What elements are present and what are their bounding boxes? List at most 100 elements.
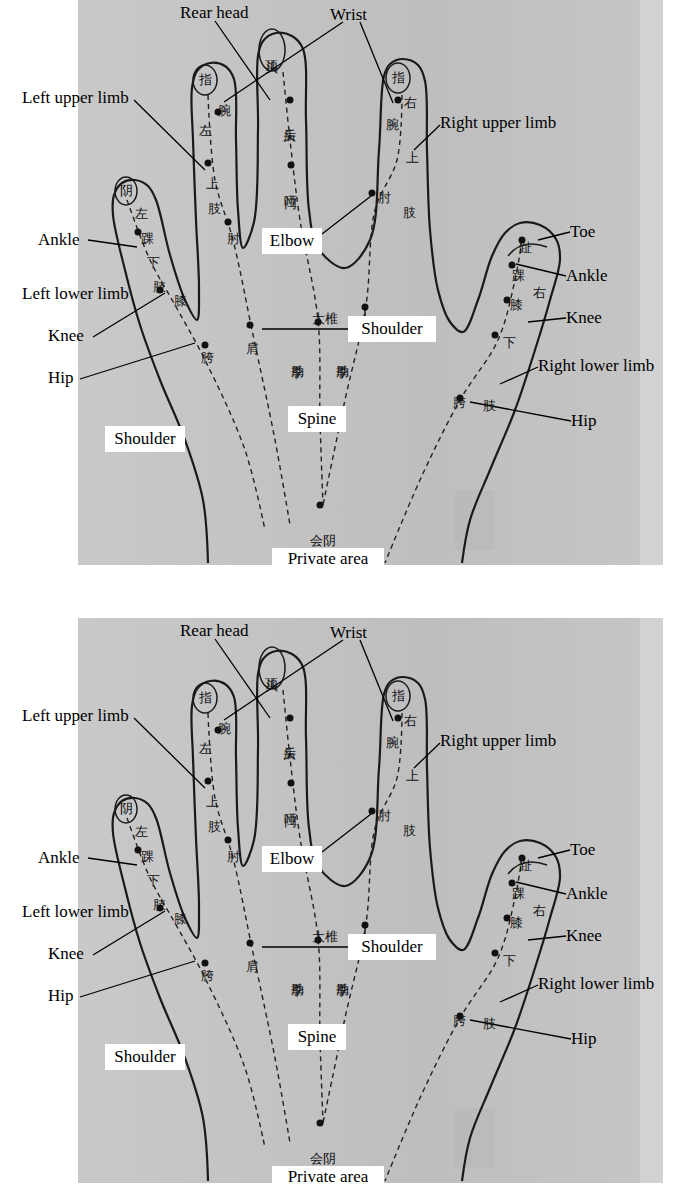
point-label: 左 — [135, 825, 148, 838]
oval-outline — [258, 646, 286, 690]
label-box: Shoulder — [105, 426, 185, 452]
point-label: 膝 — [174, 294, 187, 307]
label-text: Elbow — [270, 849, 314, 869]
point-label: 上 — [406, 151, 419, 164]
part-label: Rear head — [180, 3, 248, 23]
part-label: Right upper limb — [440, 113, 556, 133]
point-label: 腕 — [218, 722, 231, 735]
point-label: 肢 — [483, 399, 496, 412]
part-label: Left lower limb — [22, 902, 129, 922]
point-label: 胯 — [453, 1014, 466, 1027]
label-box: Shoulder — [348, 934, 436, 960]
fingertip-text: 指 — [392, 69, 405, 87]
label-box: Elbow — [262, 228, 322, 254]
oval-outline — [386, 681, 410, 711]
point-label: 右 — [533, 904, 546, 917]
part-label: Knee — [566, 926, 602, 946]
fingertip-circle: 阴 — [114, 176, 138, 206]
point-label: 左 — [199, 124, 212, 137]
point-label: 腕 — [386, 736, 399, 749]
part-label: Hip — [571, 1029, 597, 1049]
fingertip-circle: 指 — [385, 62, 411, 94]
part-label: Ankle — [566, 884, 608, 904]
oval-outline — [259, 647, 285, 689]
label-text: Shoulder — [361, 319, 422, 339]
point-label: 右 — [533, 286, 546, 299]
point-label: 下 — [503, 954, 516, 967]
point-label: 肢 — [208, 202, 221, 215]
oval-outline — [386, 63, 410, 93]
label-box: Private area — [272, 1166, 384, 1186]
point-label: 肢 — [153, 898, 166, 911]
part-label: Left upper limb — [22, 706, 129, 726]
fingertip-circle: 阴 — [114, 794, 138, 824]
label-text: Private area — [288, 1167, 369, 1186]
label-text: Shoulder — [361, 937, 422, 957]
part-label: Rear head — [180, 621, 248, 641]
fingertip-text: 指 — [199, 689, 212, 707]
label-text: Shoulder — [114, 429, 175, 449]
fingertip-text: 阴 — [120, 182, 133, 200]
point-label: 肢 — [153, 280, 166, 293]
point-label: 下 — [147, 256, 160, 269]
label-text: Private area — [288, 549, 369, 569]
point-label: 肩 — [246, 960, 259, 973]
label-text: Spine — [298, 1027, 337, 1047]
part-label: Left upper limb — [22, 88, 129, 108]
point-label: 下 — [503, 336, 516, 349]
point-label: 踝 — [141, 850, 154, 863]
bottom-panel — [78, 618, 663, 1183]
point-label: 膝 — [510, 916, 523, 929]
point-label: 肘 — [227, 232, 240, 245]
label-box: Shoulder — [348, 316, 436, 342]
part-label: Ankle — [566, 266, 608, 286]
point-label: 下 — [147, 874, 160, 887]
part-label: Knee — [48, 326, 84, 346]
point-label: 胯 — [453, 396, 466, 409]
point-label: 胯 — [201, 969, 214, 982]
fingertip-circle: 指 — [192, 64, 218, 96]
part-label: Ankle — [38, 848, 80, 868]
label-text: Shoulder — [114, 1047, 175, 1067]
point-label: 踝 — [512, 269, 525, 282]
fingertip-text: 指 — [199, 71, 212, 89]
oval-outline — [259, 29, 285, 71]
part-label: Ankle — [38, 230, 80, 250]
label-box: Private area — [272, 548, 384, 570]
point-label: 左 — [199, 742, 212, 755]
oval-outline — [193, 65, 217, 95]
point-label: 上 — [406, 769, 419, 782]
label-text: Spine — [298, 409, 337, 429]
fingertip-text: 指 — [392, 687, 405, 705]
oval-outline — [193, 683, 217, 713]
fingertip-circle: 指 — [192, 682, 218, 714]
point-label: 会阴 — [310, 1152, 336, 1165]
part-label: Knee — [48, 944, 84, 964]
part-label: Wrist — [330, 623, 367, 643]
part-label: Right lower limb — [538, 974, 654, 994]
point-label: 膝 — [510, 298, 523, 311]
label-text: Elbow — [270, 231, 314, 251]
part-label: Hip — [48, 986, 74, 1006]
point-label: 肢 — [403, 824, 416, 837]
point-label: 肘 — [378, 191, 391, 204]
label-box: Shoulder — [105, 1044, 185, 1070]
point-label: 上 — [206, 177, 219, 190]
point-label: 踝 — [512, 887, 525, 900]
part-label: Hip — [571, 411, 597, 431]
part-label: Wrist — [330, 5, 367, 25]
fingertip-circle: 头顶 — [258, 646, 286, 690]
fingertip-text: 阴 — [120, 800, 133, 818]
label-box: Spine — [288, 1024, 346, 1050]
point-label: 踝 — [141, 232, 154, 245]
label-box: Spine — [288, 406, 346, 432]
point-label: 会阴 — [310, 534, 336, 547]
point-label: 胯 — [201, 351, 214, 364]
fingertip-circle: 头顶 — [258, 28, 286, 72]
part-label: Knee — [566, 308, 602, 328]
fingertip-circle: 指 — [385, 680, 411, 712]
top-panel — [78, 0, 663, 565]
point-label: 右 — [404, 96, 417, 109]
